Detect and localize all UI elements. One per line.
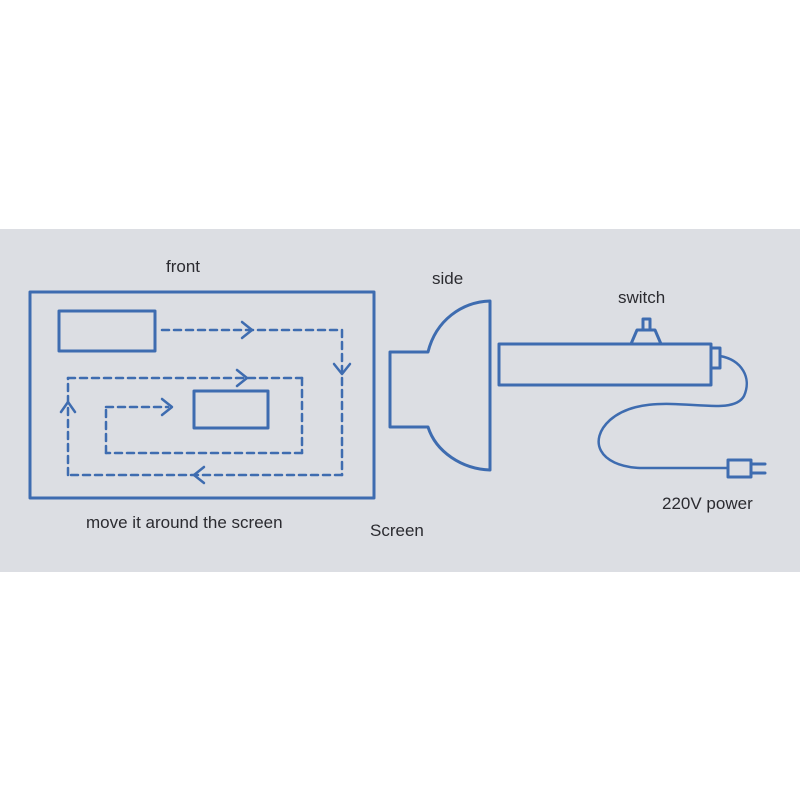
switch-button [641,317,652,332]
power-cable [597,354,748,470]
arrow-right-icon [240,320,254,340]
movement-arrows [59,320,352,485]
screen-outline [28,290,376,500]
side-view-device [497,317,767,479]
diagram-background [0,229,800,572]
arrow-up-icon [59,400,77,414]
side-view-screen [388,299,492,472]
label-move-around: move it around the screen [86,513,283,532]
label-screen: Screen [370,521,424,540]
diagram-panel: front side switch move it around the scr… [0,229,800,572]
usage-diagram: front side switch move it around the scr… [0,229,800,572]
movement-path [66,328,344,477]
front-view [28,290,376,500]
device-position-center [192,389,270,430]
cable-connector [709,346,722,370]
screen-side-profile [388,299,492,472]
arrow-right-icon [235,368,249,388]
label-power: 220V power [662,494,753,513]
label-switch: switch [618,288,665,307]
plug-icon [726,458,753,479]
arrow-down-icon [332,362,352,376]
label-side: side [432,269,463,288]
device-position-start [57,309,157,353]
arrow-left-icon [192,465,206,485]
arrow-right-icon [160,397,174,417]
label-front: front [166,257,200,276]
